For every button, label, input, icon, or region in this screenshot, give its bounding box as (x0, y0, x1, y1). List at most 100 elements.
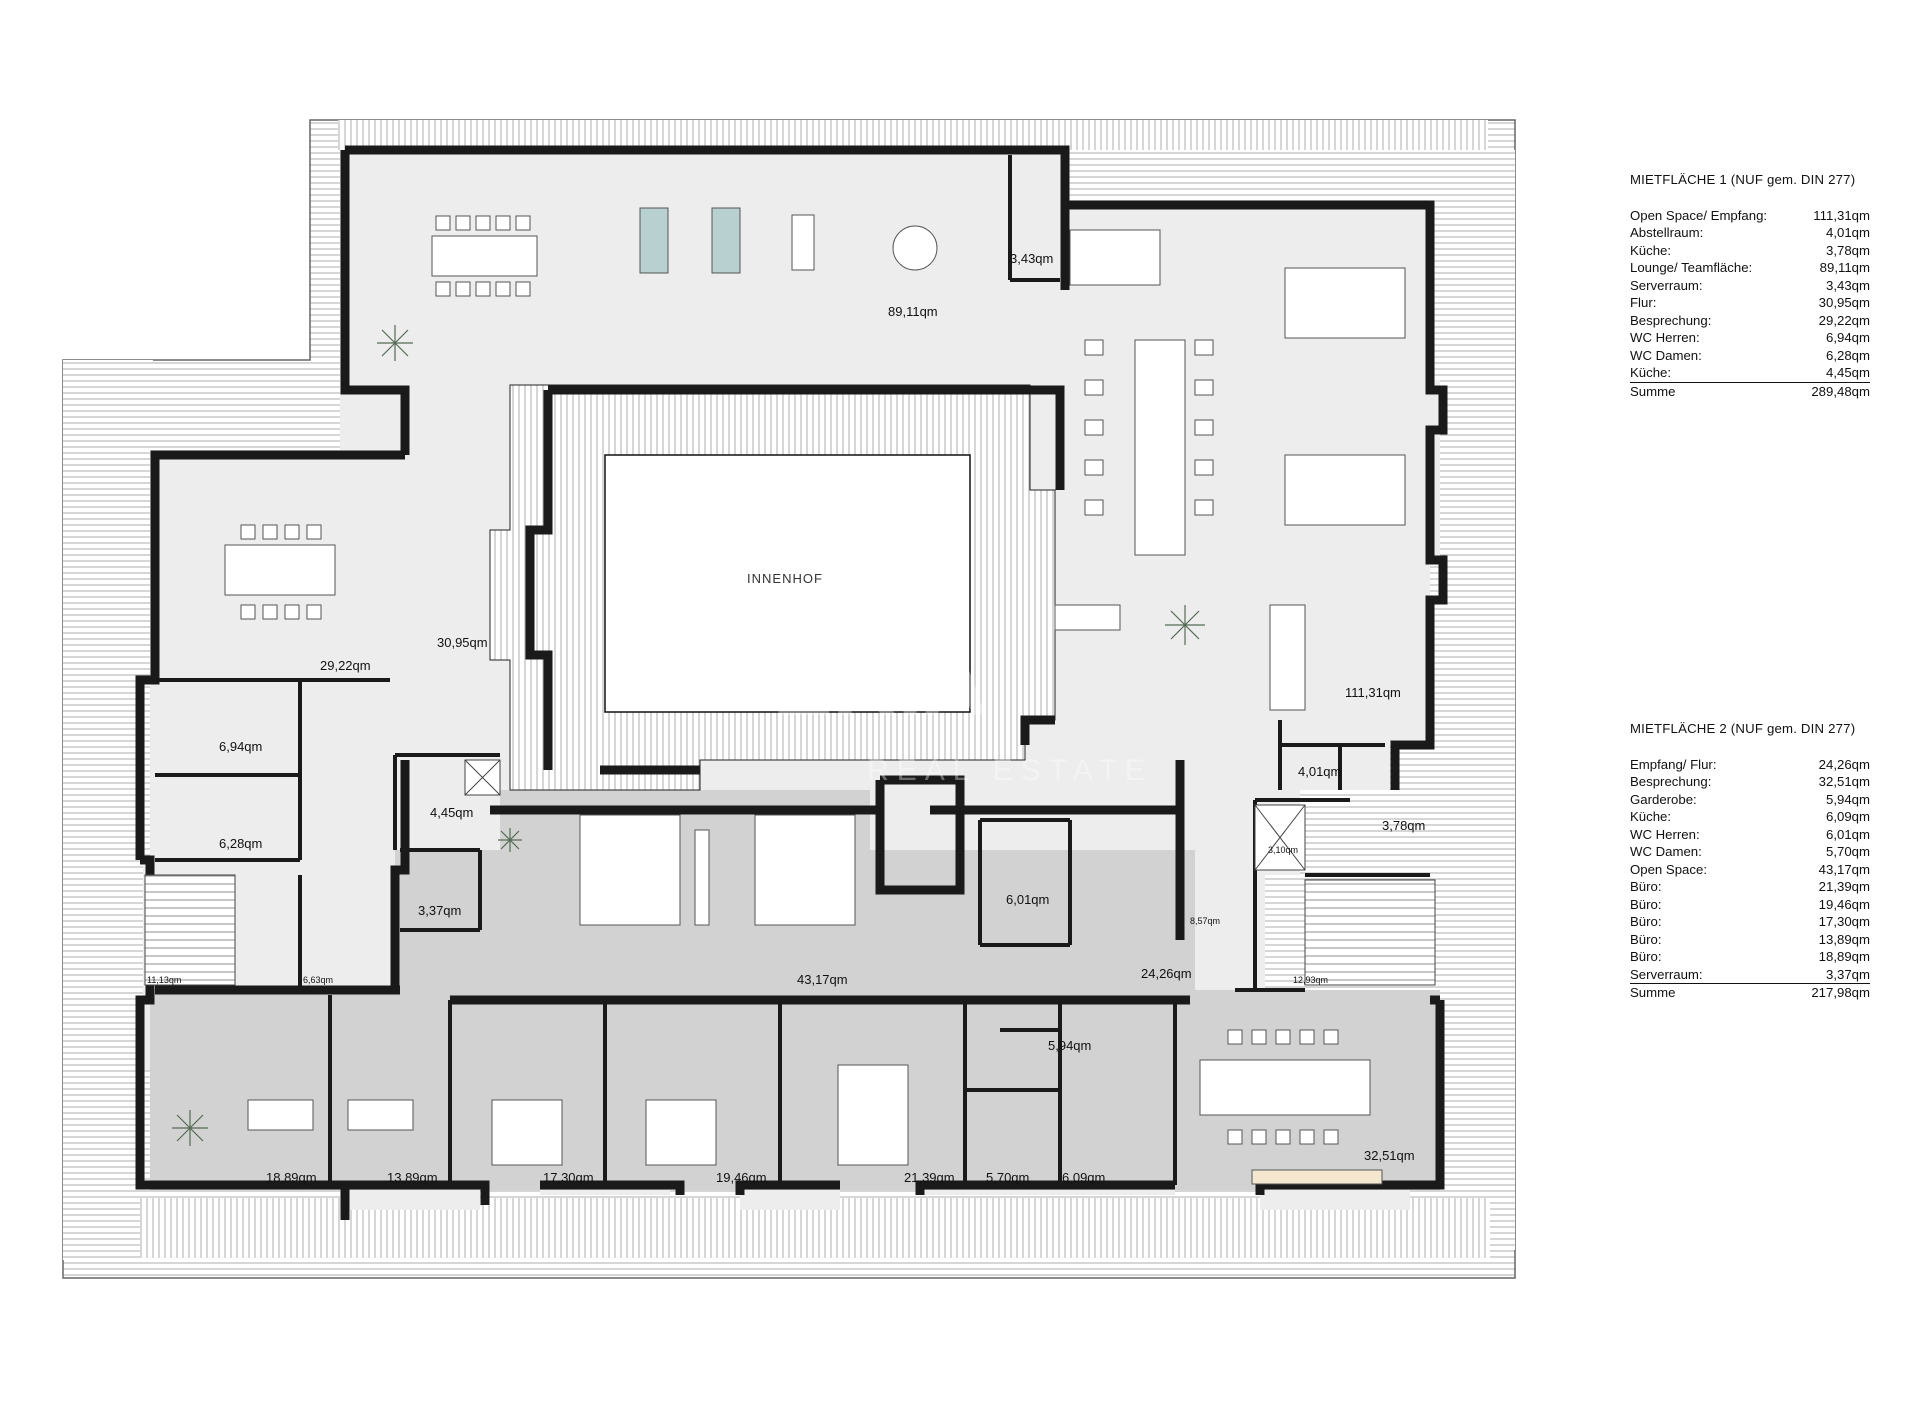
room-area-label: 3,43qm (1010, 251, 1053, 266)
legend-row: Küche:4,45qm (1630, 364, 1870, 383)
room-area-label: 19,46qm (716, 1170, 767, 1185)
legend-row-value: 19,46qm (1818, 896, 1870, 912)
legend-row: WC Herren: 6,94qm (1630, 329, 1870, 347)
room-area-label: 18,89qm (266, 1170, 317, 1185)
legend-row: Büro: 17,30qm (1630, 913, 1870, 931)
room-area-label: 11,13qm (147, 975, 181, 985)
legend-row-value: 4,01qm (1826, 225, 1870, 240)
legend-row-name: WC Herren: (1630, 330, 1700, 345)
legend-row: Lounge/ Teamfläche:89,11qm (1630, 259, 1870, 277)
room-area-label: 17,30qm (543, 1170, 594, 1185)
legend-sum-value: 289,48qm (1811, 383, 1870, 399)
legend-row-value: 6,94qm (1826, 330, 1870, 345)
legend-row-value: 3,37qm (1826, 966, 1870, 982)
legend-row: Besprechung: 29,22qm (1630, 312, 1870, 330)
room-area-label: 29,22qm (320, 658, 371, 673)
legend-row-value: 43,17qm (1818, 861, 1870, 877)
legend-row-value: 6,28qm (1826, 347, 1870, 363)
legend-row: Abstellraum: 4,01qm (1630, 224, 1870, 242)
legend-row: Serverraum: 3,43qm (1630, 277, 1870, 295)
legend-row-name: WC Damen: (1630, 844, 1702, 859)
legend-row-name: Büro: (1630, 931, 1662, 947)
plant-icons (172, 325, 1205, 1146)
legend-row-value: 5,70qm (1826, 844, 1870, 859)
legend-row: WC Herren: 6,01qm (1630, 826, 1870, 844)
room-area-label: 3,78qm (1382, 818, 1425, 833)
legend-sum-label: Summe (1630, 985, 1676, 1000)
legend-row-name: Besprechung: (1630, 312, 1712, 328)
room-area-label: 3,37qm (418, 903, 461, 918)
legend-row-value: 18,89qm (1818, 949, 1870, 964)
staircases (144, 759, 1436, 986)
room-area-label: 6,01qm (1006, 892, 1049, 907)
legend-row-value: 6,09qm (1826, 809, 1870, 824)
room-area-label: 24,26qm (1141, 966, 1192, 981)
area-legend-1: MIETFLÄCHE 1 (NUF gem. DIN 277) Open Spa… (1630, 171, 1870, 400)
legend-row-value: 13,89qm (1818, 931, 1870, 947)
legend-row: Flur:30,95qm (1630, 294, 1870, 312)
legend-row: Open Space: 43,17qm (1630, 861, 1870, 879)
legend-row-name: Büro: (1630, 896, 1662, 912)
room-labels: 89,11qm 3,43qm 111,31qm 30,95qm 29,22qm … (147, 251, 1425, 1185)
legend-sum-label: Summe (1630, 383, 1676, 399)
room-area-label: 111,31qm (1345, 685, 1401, 700)
room-area-label: 43,17qm (797, 972, 848, 987)
legend-row-name: Abstellraum: (1630, 225, 1704, 240)
legend-row-value: 32,51qm (1818, 774, 1870, 789)
legend-row-value: 3,78qm (1826, 242, 1870, 258)
legend-sum-value: 217,98qm (1811, 985, 1870, 1000)
legend-row-name: Garderobe: (1630, 791, 1697, 807)
legend-row-name: Serverraum: (1630, 966, 1703, 982)
legend-row-value: 21,39qm (1818, 879, 1870, 894)
legend-title: MIETFLÄCHE 1 (NUF gem. DIN 277) (1630, 172, 1856, 187)
legend-row-value: 111,31qm (1813, 207, 1870, 223)
room-area-label: 89,11qm (888, 304, 938, 319)
legend-row: Büro: 18,89qm (1630, 948, 1870, 966)
legend-rows: Open Space/ Empfang: 111,31qm Abstellraum… (1630, 207, 1870, 383)
room-area-label: 6,28qm (219, 836, 262, 851)
legend-row: Besprechung:32,51qm (1630, 773, 1870, 791)
legend-rows: Empfang/ Flur:24,26qm Besprechung:32,51q… (1630, 756, 1870, 984)
room-area-label: 12,93qm (1293, 975, 1328, 985)
legend-row: WC Damen: 5,70qm (1630, 843, 1870, 861)
furniture (224, 207, 1406, 1185)
legend-row: WC Damen:6,28qm (1630, 347, 1870, 365)
legend-row-name: Büro: (1630, 949, 1662, 964)
legend-row: Büro: 19,46qm (1630, 896, 1870, 914)
room-area-label: 13,89qm (387, 1170, 438, 1185)
legend-row: Büro: 13,89qm (1630, 931, 1870, 949)
legend-row-value: 24,26qm (1818, 756, 1870, 772)
room-area-label: 32,51qm (1364, 1148, 1415, 1163)
legend-row-value: 29,22qm (1818, 312, 1870, 328)
area-legend-2: MIETFLÄCHE 2 (NUF gem. DIN 277) Empfang/… (1630, 720, 1870, 1002)
legend-row: Garderobe: 5,94qm (1630, 791, 1870, 809)
legend-row-name: Open Space: (1630, 861, 1707, 877)
legend-row-name: Büro: (1630, 914, 1662, 929)
legend-row-name: Flur: (1630, 295, 1657, 310)
courtyard-label: INNENHOF (747, 571, 823, 586)
room-area-label: 5,94qm (1048, 1038, 1091, 1053)
legend-row-value: 6,01qm (1826, 826, 1870, 842)
legend-row: Serverraum: 3,37qm (1630, 966, 1870, 984)
room-area-label: 4,45qm (430, 805, 473, 820)
legend-row-name: Open Space/ Empfang: (1630, 207, 1768, 223)
legend-row-name: Büro: (1630, 879, 1662, 894)
walls (135, 145, 1448, 1220)
legend-row-name: WC Herren: (1630, 826, 1700, 842)
legend-row-value: 3,43qm (1826, 277, 1870, 293)
legend-title: MIETFLÄCHE 2 (NUF gem. DIN 277) (1630, 721, 1856, 736)
legend-row: Büro: 21,39qm (1630, 878, 1870, 896)
legend-row-name: Serverraum: (1630, 277, 1703, 293)
room-area-label: 21,39qm (904, 1170, 955, 1185)
courtyard: INNENHOF (489, 384, 1056, 791)
legend-sum: Summe 217,98qm (1630, 984, 1870, 1002)
legend-row-name: Küche: (1630, 809, 1672, 824)
legend-row-value: 4,45qm (1826, 365, 1870, 380)
watermark-word: ERIA (772, 635, 987, 735)
legend-row-value: 17,30qm (1818, 914, 1870, 929)
room-area-label: 6,63qm (303, 975, 333, 985)
room-area-label: 5,70qm (986, 1170, 1029, 1185)
legend-row-value: 5,94qm (1826, 791, 1870, 807)
room-area-label: 6,09qm (1062, 1170, 1105, 1185)
